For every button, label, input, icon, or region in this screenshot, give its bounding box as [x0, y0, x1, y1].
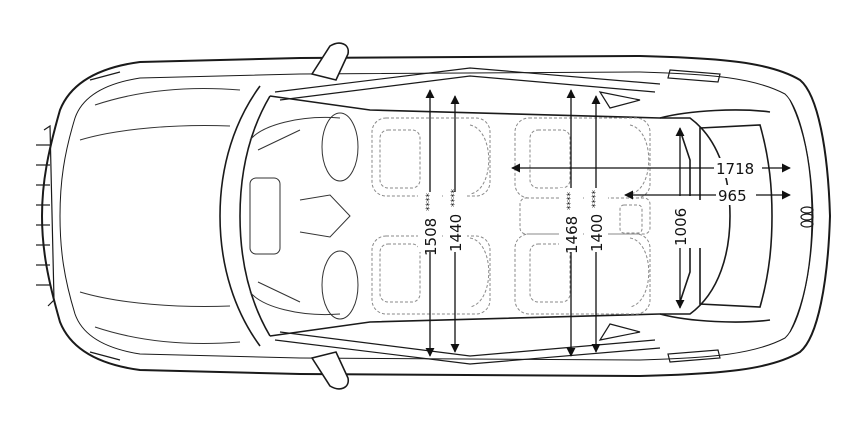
dimension-labels: 1508 **** 1440 **** 1468 **** 1400 **** …: [422, 160, 754, 256]
dim-front-hip-width: 1440: [447, 214, 465, 252]
hood: [79, 88, 241, 344]
dim-rear-hip-width: 1400: [588, 214, 606, 252]
marker-front-hip: ****: [450, 189, 460, 208]
dim-cargo-width: 1006: [672, 208, 690, 246]
tailgate: [667, 69, 814, 363]
dashboard: [249, 112, 359, 320]
front-grille: [36, 71, 121, 361]
dim-front-shoulder-width: 1508: [422, 218, 440, 256]
label-backgrounds: [418, 158, 762, 252]
marker-rear-shoulder: ****: [566, 192, 576, 211]
seats: [371, 117, 651, 315]
side-mirrors: [310, 42, 350, 390]
dim-rear-shoulder-width: 1468: [563, 216, 581, 254]
marker-rear-hip: ****: [591, 190, 601, 209]
marker-front-shoulder: ****: [425, 193, 435, 212]
dim-cargo-length-folded: 1718: [716, 160, 754, 178]
roof-rails: [274, 67, 661, 365]
dim-cargo-length: 965: [718, 187, 747, 205]
